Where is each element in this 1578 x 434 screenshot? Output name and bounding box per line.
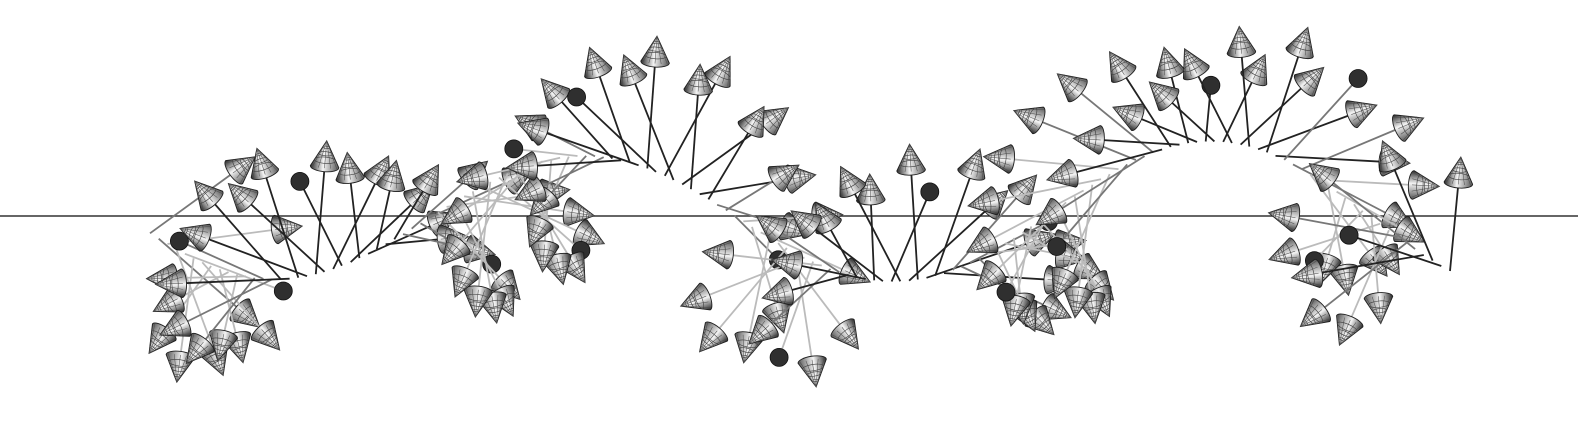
field-arrow (1223, 48, 1278, 142)
field-arrow (1444, 156, 1475, 271)
arrow-stem (351, 202, 415, 262)
cone-arrow-icon (828, 316, 870, 358)
arrow-stem (377, 186, 391, 249)
edge-on-cone-icon (291, 172, 309, 190)
edge-on-cone-icon (770, 348, 788, 366)
cone-arrow-icon (184, 172, 226, 214)
arrow-stem (559, 98, 613, 158)
cone-arrow-icon (895, 143, 925, 176)
field-arrow (219, 173, 325, 272)
cone-arrow-icon (1008, 97, 1047, 135)
edge-on-cone-icon (921, 183, 939, 201)
cone-arrow-icon (640, 35, 671, 68)
cone-arrow-icon (689, 319, 731, 361)
arrow-stem (935, 174, 971, 276)
cone-arrow-icon (1444, 156, 1475, 190)
arrow-stem (150, 172, 234, 233)
cone-arrow-icon (1150, 44, 1185, 81)
cone-arrow-icon (675, 281, 714, 319)
cone-arrow-icon (1364, 291, 1395, 324)
field-arrow (665, 50, 743, 176)
cone-arrow-icon (1225, 25, 1256, 58)
edge-on-cone-icon (1048, 238, 1066, 256)
cone-arrow-icon (1292, 296, 1334, 338)
edge-on-cone-icon (505, 140, 523, 158)
edge-on-cone-icon (1202, 76, 1220, 94)
cone-arrow-icon (1408, 170, 1441, 200)
cone-arrow-icon (1285, 23, 1322, 61)
arrow-stem (726, 179, 777, 211)
cone-arrow-icon (1326, 311, 1365, 351)
cone-arrow-icon (610, 50, 648, 89)
cone-arrow-icon (1266, 199, 1302, 233)
cone-arrow-icon (982, 142, 1015, 173)
cone-arrow-icon (1390, 105, 1430, 143)
arrow-stem (1258, 114, 1352, 149)
edge-on-cone-icon (1349, 70, 1367, 88)
field-arrow (684, 63, 715, 189)
edge-on-cone-icon (997, 283, 1015, 301)
arrow-stem (1137, 117, 1197, 142)
arrow-stem (248, 201, 325, 272)
cone-arrow-icon (1343, 92, 1382, 130)
arrow-stem (911, 170, 918, 279)
arrow-stem (1223, 78, 1254, 142)
arrow-stem (1284, 79, 1358, 160)
field-arrow (1172, 42, 1232, 143)
cone-arrow-icon (1265, 236, 1303, 273)
cone-arrow-icon (310, 140, 341, 173)
arrow-layer (137, 23, 1475, 389)
cone-arrow-icon (1369, 135, 1407, 175)
arrow-stem (871, 200, 874, 280)
cone-arrow-icon (576, 43, 613, 82)
edge-on-cone-icon (568, 88, 586, 106)
cone-arrow-icon (956, 144, 993, 183)
arrow-stem (1267, 52, 1300, 152)
field-arrow (640, 35, 671, 168)
cone-arrow-icon (531, 69, 573, 111)
arrow-stem (514, 149, 578, 156)
cone-arrow-icon (1048, 63, 1090, 105)
cone-arrow-icon (797, 354, 830, 389)
edge-on-cone-icon (1340, 226, 1358, 244)
cone-arrow-icon (965, 186, 1001, 220)
cone-arrow-icon (701, 238, 735, 270)
cone-arrow-icon (1005, 166, 1047, 208)
arrow-stem (1450, 183, 1458, 271)
cone-arrow-icon (1072, 124, 1105, 154)
field-arrow (291, 172, 342, 265)
edge-on-cone-icon (274, 282, 292, 300)
arrow-stem (300, 181, 342, 265)
cone-arrow-icon (1097, 44, 1138, 86)
